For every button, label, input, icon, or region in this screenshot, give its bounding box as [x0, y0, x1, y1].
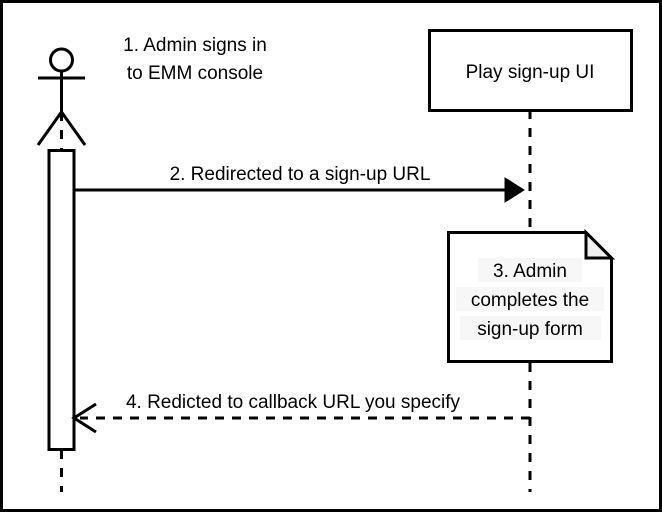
actor-leg-right-line [60, 111, 87, 146]
message-2-arrowhead-icon [504, 177, 525, 203]
note-line3: sign-up form [477, 319, 583, 340]
actor-caption-line2: to EMM console [127, 63, 263, 84]
participant-label: Play sign-up UI [466, 62, 595, 83]
actor-caption-line1: 1. Admin signs in [123, 35, 267, 56]
note-signup-form: 3. Admin completes the sign-up form [447, 228, 616, 363]
note-text-bg-1 [478, 258, 582, 282]
note-text-bg-3 [460, 316, 601, 340]
actor-admin [36, 47, 87, 146]
actor-leg-left-line [36, 111, 63, 146]
note-fold-corner-icon [584, 228, 616, 260]
message-4-arrowhead-icon [71, 402, 97, 434]
actor-head-icon [49, 47, 74, 73]
note-line2: completes the [471, 290, 589, 311]
message-4-label: 4. Redicted to callback URL you specify [126, 392, 461, 413]
actor-activation-bar [47, 149, 76, 451]
message-2-label: 2. Redirected to a sign-up URL [170, 164, 431, 185]
note-text-bg-2 [456, 287, 604, 311]
note-line1: 3. Admin [493, 261, 567, 282]
